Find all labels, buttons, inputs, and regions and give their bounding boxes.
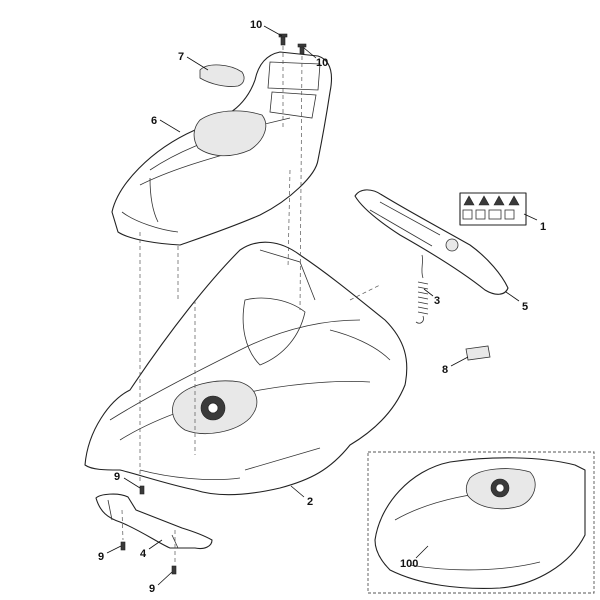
screw-part-9-bottom (171, 565, 177, 575)
screw-part-9-top (139, 485, 145, 495)
screw-part-10-right (297, 43, 307, 55)
callout-10-right: 10 (316, 57, 328, 69)
callout-10-left: 10 (250, 19, 262, 31)
flap-part-5 (354, 189, 509, 295)
callout-4: 4 (140, 548, 147, 560)
bracket-part-4 (95, 493, 213, 550)
main-housing-part-2 (84, 241, 408, 496)
screw-part-9-left (120, 541, 126, 551)
inset-frame (367, 451, 595, 594)
upper-cover-part-6 (111, 51, 333, 246)
callout-1: 1 (540, 221, 546, 233)
leader-lines (106, 25, 538, 586)
warning-label-part-1 (459, 192, 527, 226)
inset-assembly-part-100 (367, 451, 595, 594)
callout-8: 8 (442, 364, 448, 376)
small-label-part-8 (465, 345, 491, 361)
handle-cover-part-7 (199, 64, 245, 87)
callout-100: 100 (400, 558, 418, 570)
callout-9-left: 9 (98, 551, 104, 563)
screw-part-10-left (278, 33, 288, 46)
callout-labels: 10 10 7 6 1 3 5 8 2 9 4 9 9 100 (98, 19, 546, 595)
callout-9-bottom: 9 (149, 583, 155, 595)
callout-7: 7 (178, 51, 184, 63)
callout-3: 3 (434, 295, 440, 307)
callout-2: 2 (307, 496, 313, 508)
callout-6: 6 (151, 115, 157, 127)
callout-9-top: 9 (114, 471, 120, 483)
spring-part-3 (415, 254, 429, 324)
assembly-dashed-lines (121, 46, 381, 564)
callout-5: 5 (522, 301, 528, 313)
